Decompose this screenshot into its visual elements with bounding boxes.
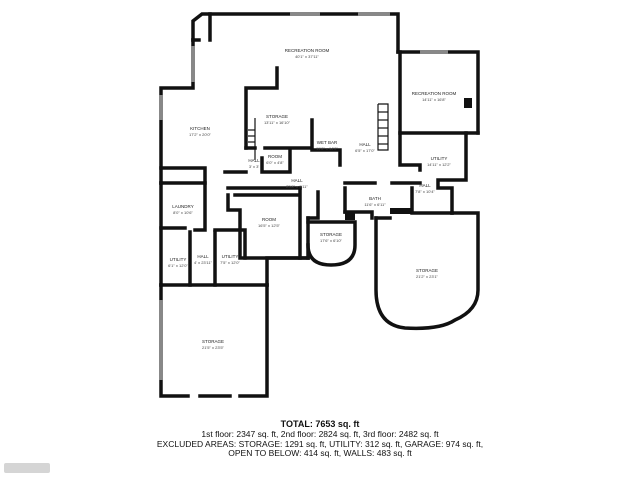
wall-accent bbox=[464, 98, 472, 108]
room-label: UTILITY bbox=[431, 156, 448, 161]
room-label: STORAGE bbox=[320, 232, 342, 237]
room-label: HALL bbox=[359, 142, 371, 147]
room-dims: 13'11" x 16'10" bbox=[264, 120, 291, 125]
room-dims: 4' x 23'11" bbox=[194, 260, 213, 265]
room-label: KITCHEN bbox=[190, 126, 210, 131]
windows bbox=[159, 12, 448, 380]
room-label: UTILITY bbox=[170, 257, 187, 262]
room-dims: 6'0" x 4'8" bbox=[266, 160, 284, 165]
room-dims: 7'5" x 12'0" bbox=[220, 260, 240, 265]
other-areas: OPEN TO BELOW: 414 sq. ft, WALLS: 483 sq… bbox=[228, 448, 412, 458]
room-label: HALL bbox=[248, 158, 260, 163]
floor-plan: RECREATION ROOM 40'1" x 37'11" RECREATIO… bbox=[159, 12, 480, 398]
room-dims: 25'8" x 9'11" bbox=[286, 184, 308, 189]
room-label: ROOM bbox=[262, 217, 276, 222]
room-label: HALL bbox=[197, 254, 209, 259]
room-dims: 3' x 3' bbox=[249, 164, 259, 169]
room-dims: 21'2" x 23'1" bbox=[416, 274, 439, 279]
room-dims: 6'1" x 12'0" bbox=[168, 263, 188, 268]
room-dims: 6'5" x 17'0" bbox=[355, 148, 375, 153]
room-label: RECREATION ROOM bbox=[412, 91, 457, 96]
room-label: STORAGE bbox=[202, 339, 224, 344]
room-label: RECREATION ROOM bbox=[285, 48, 330, 53]
room-label: STORAGE bbox=[266, 114, 288, 119]
room-dims: 7'8" x 10'4" bbox=[415, 189, 435, 194]
room-dims: 11'6" x 6'11" bbox=[364, 202, 386, 207]
area-summary: TOTAL: 7653 sq. ft 1st floor: 2347 sq. f… bbox=[0, 419, 640, 459]
floor-areas: 1st floor: 2347 sq. ft, 2nd floor: 2824 … bbox=[201, 429, 439, 439]
brand-logo bbox=[4, 463, 50, 473]
room-dims: 11'0" x 14'0" bbox=[316, 146, 338, 151]
room-dims: 21'5" x 23'5" bbox=[202, 345, 225, 350]
room-dims: 17'6" x 6'10" bbox=[320, 238, 343, 243]
room-label: ROOM bbox=[268, 154, 282, 159]
room-dims: 14'11" x 16'8" bbox=[422, 97, 446, 102]
room-dims: 14'11" x 12'2" bbox=[427, 162, 451, 167]
room-dims: 8'0" x 10'6" bbox=[173, 210, 193, 215]
room-label: STORAGE bbox=[416, 268, 438, 273]
room-label: LAUNDRY bbox=[172, 204, 193, 209]
interior-walls bbox=[159, 50, 480, 331]
room-label: UTILITY bbox=[222, 254, 239, 259]
room-dims: 16'5" x 12'5" bbox=[258, 223, 281, 228]
room-labels: RECREATION ROOM 40'1" x 37'11" RECREATIO… bbox=[168, 48, 456, 350]
total-area: TOTAL: 7653 sq. ft bbox=[280, 419, 360, 429]
room-label: WET BAR bbox=[317, 140, 338, 145]
room-label: HALL bbox=[291, 178, 303, 183]
excluded-areas: EXCLUDED AREAS: STORAGE: 1291 sq. ft, UT… bbox=[156, 438, 484, 449]
room-dims: 17'2" x 20'0" bbox=[189, 132, 212, 137]
room-dims: 40'1" x 37'11" bbox=[295, 54, 319, 59]
room-label: HALL bbox=[419, 183, 431, 188]
room-label: BATH bbox=[369, 196, 381, 201]
